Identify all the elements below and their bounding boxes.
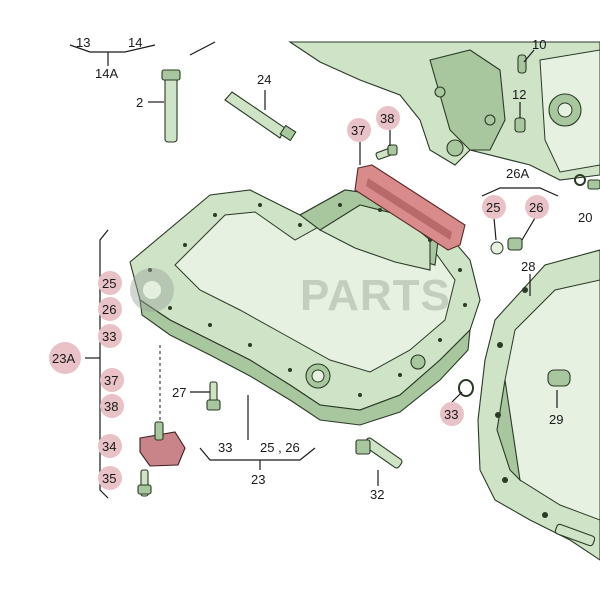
leader-lines: [69, 41, 559, 499]
bolt-37-38: [375, 144, 398, 160]
label-26-left: 26: [102, 302, 116, 317]
label-10: 10: [532, 37, 546, 52]
label-37-left: 37: [104, 373, 118, 388]
label-38-top: 38: [380, 111, 394, 126]
label-33-left: 33: [102, 329, 116, 344]
label-33-bottom: 33: [218, 440, 232, 455]
gasket-cover: [354, 164, 466, 251]
oil-pan: [129, 189, 481, 426]
engine-block: [288, 41, 600, 181]
label-37-top: 37: [351, 123, 365, 138]
o-ring-33: [458, 379, 474, 397]
label-12: 12: [512, 87, 526, 102]
label-33-right: 33: [444, 407, 458, 422]
drain-plug-26: [490, 237, 523, 255]
label-14a: 14A: [95, 66, 118, 81]
oil-level-sensor-34: [139, 421, 186, 467]
label-25-left: 25: [102, 276, 116, 291]
highlight-circles: [49, 106, 549, 490]
label-14: 14: [128, 35, 142, 50]
bolt-35: [137, 469, 152, 497]
bolt-27: [206, 381, 221, 411]
label-25-right: 25: [486, 200, 500, 215]
seal-20: [574, 174, 600, 190]
label-26a: 26A: [506, 166, 529, 181]
part-labels: 13 14 14A 2 24 10 12 37 38 26A 25 26 20 …: [52, 35, 592, 502]
label-28: 28: [521, 259, 535, 274]
label-29: 29: [549, 412, 563, 427]
bolt-2: [161, 69, 181, 143]
label-23: 23: [251, 472, 265, 487]
gear-housing: [477, 249, 600, 561]
label-34: 34: [102, 439, 116, 454]
label-20: 20: [578, 210, 592, 225]
watermark: PARTS: [130, 268, 451, 320]
svg-text:PARTS: PARTS: [300, 271, 451, 320]
label-13: 13: [76, 35, 90, 50]
label-23a: 23A: [52, 351, 75, 366]
label-35: 35: [102, 471, 116, 486]
label-38-left: 38: [104, 399, 118, 414]
bolt-32: [355, 437, 403, 469]
bolt-bottom-right: [554, 523, 596, 547]
label-27: 27: [172, 385, 186, 400]
label-32: 32: [370, 487, 384, 502]
label-25-26-bottom: 25 , 26: [260, 440, 300, 455]
label-24: 24: [257, 72, 271, 87]
label-26-right: 26: [529, 200, 543, 215]
sealant-tube-24: [224, 91, 297, 142]
label-2: 2: [136, 95, 143, 110]
